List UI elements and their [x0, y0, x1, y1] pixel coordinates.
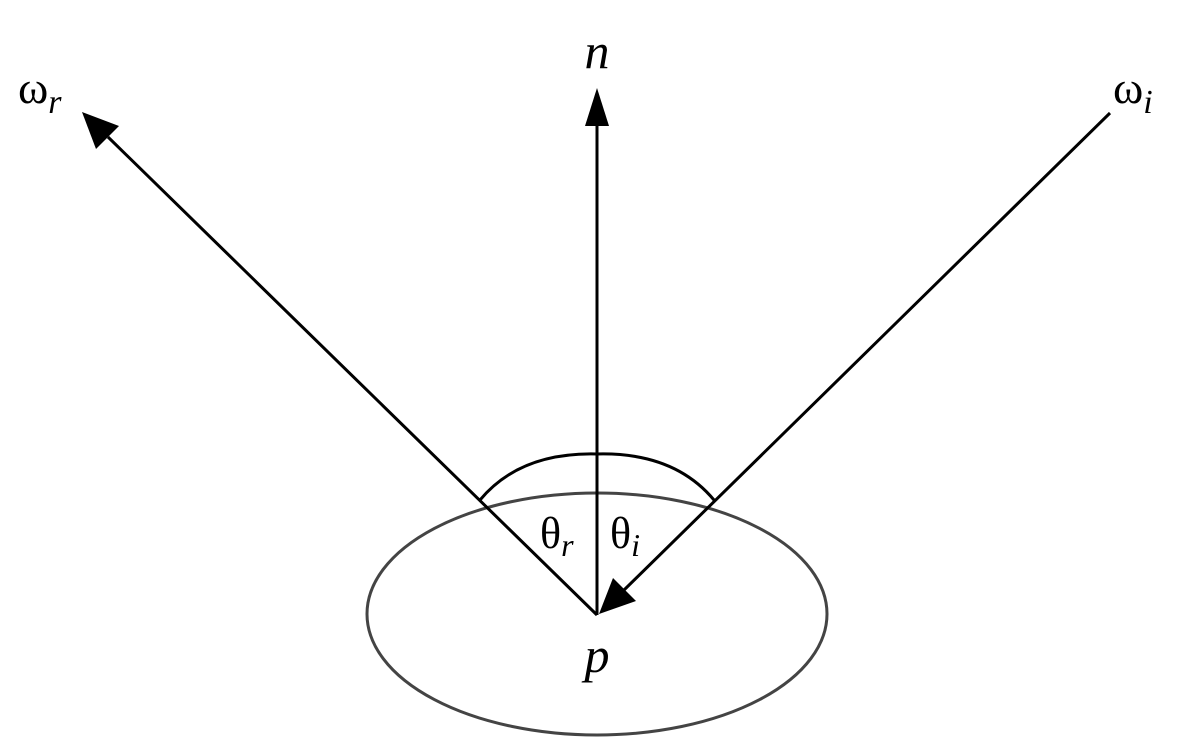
incident-arrowhead [599, 578, 636, 614]
reflected-vector [106, 135, 599, 617]
theta-r-label: θr [540, 509, 574, 563]
normal-arrowhead [585, 88, 609, 126]
normal-label: n [585, 23, 610, 79]
reflected-arrowhead [82, 112, 119, 149]
point-label: p [582, 627, 610, 683]
theta-i-label: θi [610, 509, 640, 563]
incident-label: ωi [1113, 62, 1153, 121]
reflected-label: ωr [18, 62, 62, 121]
incident-vector [620, 111, 1112, 594]
